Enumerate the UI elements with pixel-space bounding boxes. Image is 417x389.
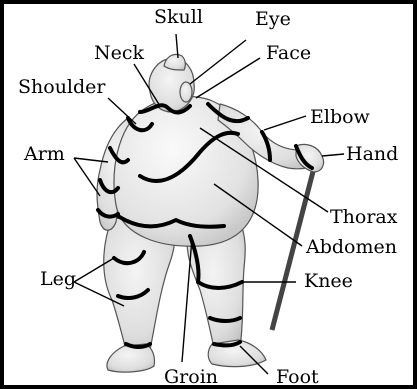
label-shoulder: Shoulder bbox=[18, 78, 106, 97]
label-groin: Groin bbox=[164, 368, 218, 387]
label-arm: Arm bbox=[24, 145, 65, 164]
pointer-arm-2 bbox=[74, 158, 100, 196]
left-foot-shape bbox=[107, 344, 155, 372]
pointer-face bbox=[196, 58, 260, 98]
pointer-groin bbox=[182, 238, 192, 362]
nose-shape bbox=[180, 82, 192, 102]
pointer-eye bbox=[190, 40, 246, 84]
pointer-hand bbox=[322, 154, 344, 156]
label-skull: Skull bbox=[154, 8, 203, 27]
pointer-shoulder bbox=[108, 98, 136, 124]
label-foot: Foot bbox=[276, 368, 319, 387]
pointer-elbow bbox=[264, 116, 306, 130]
skull-cap-shape bbox=[164, 54, 185, 70]
label-thorax: Thorax bbox=[330, 208, 397, 227]
figure-body bbox=[97, 54, 324, 372]
label-leg: Leg bbox=[40, 270, 76, 289]
label-knee: Knee bbox=[304, 272, 353, 291]
label-hand: Hand bbox=[346, 145, 398, 164]
label-face: Face bbox=[266, 44, 311, 63]
label-eye: Eye bbox=[255, 10, 291, 29]
label-abdomen: Abdomen bbox=[306, 238, 397, 257]
label-neck: Neck bbox=[94, 44, 144, 63]
label-elbow: Elbow bbox=[310, 108, 370, 127]
